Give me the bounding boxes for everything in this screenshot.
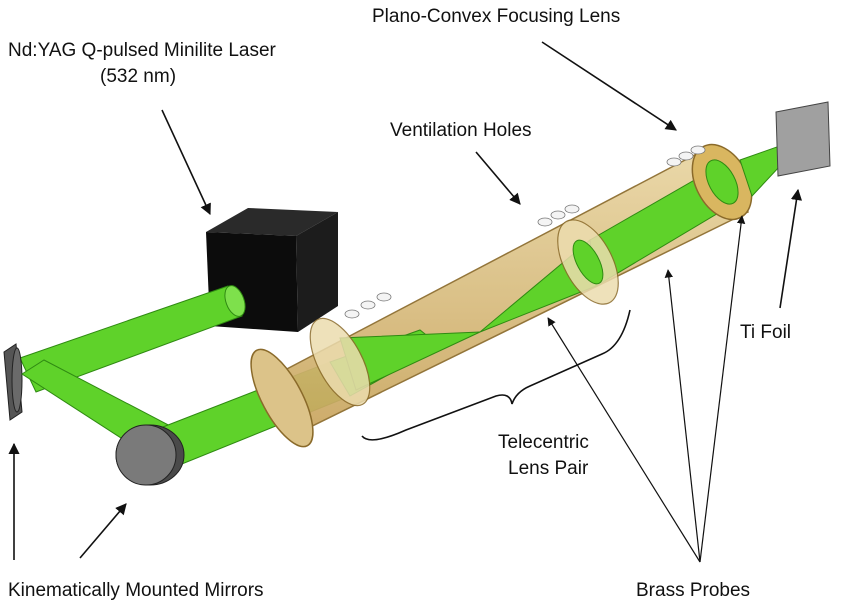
arrow-brass-probe-1 xyxy=(547,317,701,563)
upper-beam xyxy=(19,285,246,393)
ti-foil-plate xyxy=(775,101,831,177)
label-mirrors: Kinematically Mounted Mirrors xyxy=(8,580,264,601)
label-telecentric-line1: Telecentric xyxy=(498,432,589,453)
ventilation-holes-left xyxy=(344,292,392,319)
upper-beam-end xyxy=(224,285,246,317)
label-ventilation-holes: Ventilation Holes xyxy=(390,120,532,141)
ventilation-holes-middle xyxy=(537,204,580,227)
brass-tube xyxy=(250,143,753,448)
left-mirror-face xyxy=(11,347,23,413)
label-ti-foil: Ti Foil xyxy=(740,322,791,343)
arrow-ventilation xyxy=(475,151,521,205)
label-laser-line2: (532 nm) xyxy=(100,66,176,87)
arrow-ti-foil xyxy=(779,188,803,309)
laser-box xyxy=(206,208,338,332)
label-focusing-lens: Plano-Convex Focusing Lens xyxy=(372,6,620,27)
ventilation-holes-right xyxy=(666,145,706,167)
label-brass-probes: Brass Probes xyxy=(636,580,750,601)
ti-foil xyxy=(775,101,831,177)
label-telecentric-line2: Lens Pair xyxy=(508,458,589,479)
bottom-mirror xyxy=(115,424,185,486)
telecentric-brace xyxy=(361,309,631,441)
arrow-laser xyxy=(161,109,211,216)
label-laser-line1: Nd:YAG Q-pulsed Minilite Laser xyxy=(8,40,277,61)
arrow-brass-probe-3 xyxy=(699,215,746,563)
arrow-mirror-bottom xyxy=(79,503,127,559)
lens-focusing-beam xyxy=(705,159,739,205)
laser-box-top xyxy=(206,208,338,236)
arrow-focusing-lens xyxy=(541,41,677,131)
left-mirror xyxy=(3,343,23,421)
lens-middle-beam xyxy=(572,239,604,285)
laser-box-side xyxy=(296,212,338,332)
arrow-brass-probe-2 xyxy=(664,269,701,563)
tube-end-left xyxy=(250,348,314,448)
bottom-mirror-face xyxy=(115,424,177,486)
lens-left xyxy=(309,317,371,407)
upper-beam-body xyxy=(19,285,243,393)
